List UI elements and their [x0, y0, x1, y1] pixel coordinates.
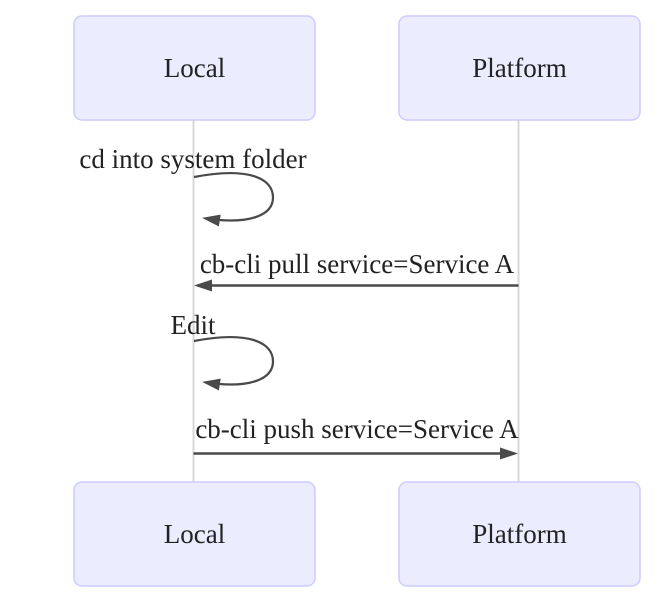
actor-box-platform-top [398, 15, 641, 121]
actor-box-local-top [73, 15, 316, 121]
self-loop-edit [193, 336, 275, 391]
self-message-label-cd: cd into system folder [79, 144, 306, 174]
actor-label-local-bottom: Local [164, 519, 225, 549]
actor-label-local-top: Local [164, 53, 225, 83]
message-label-pull: cb-cli pull service=Service A [200, 249, 515, 279]
actor-label-platform-top: Platform [472, 53, 567, 83]
self-message-label-edit: Edit [171, 310, 216, 340]
actor-box-platform-bottom [398, 481, 641, 587]
actor-box-local-bottom [73, 481, 316, 587]
self-loop-cd [193, 172, 275, 227]
actor-label-platform-bottom: Platform [472, 519, 567, 549]
message-label-push: cb-cli push service=Service A [195, 414, 519, 444]
